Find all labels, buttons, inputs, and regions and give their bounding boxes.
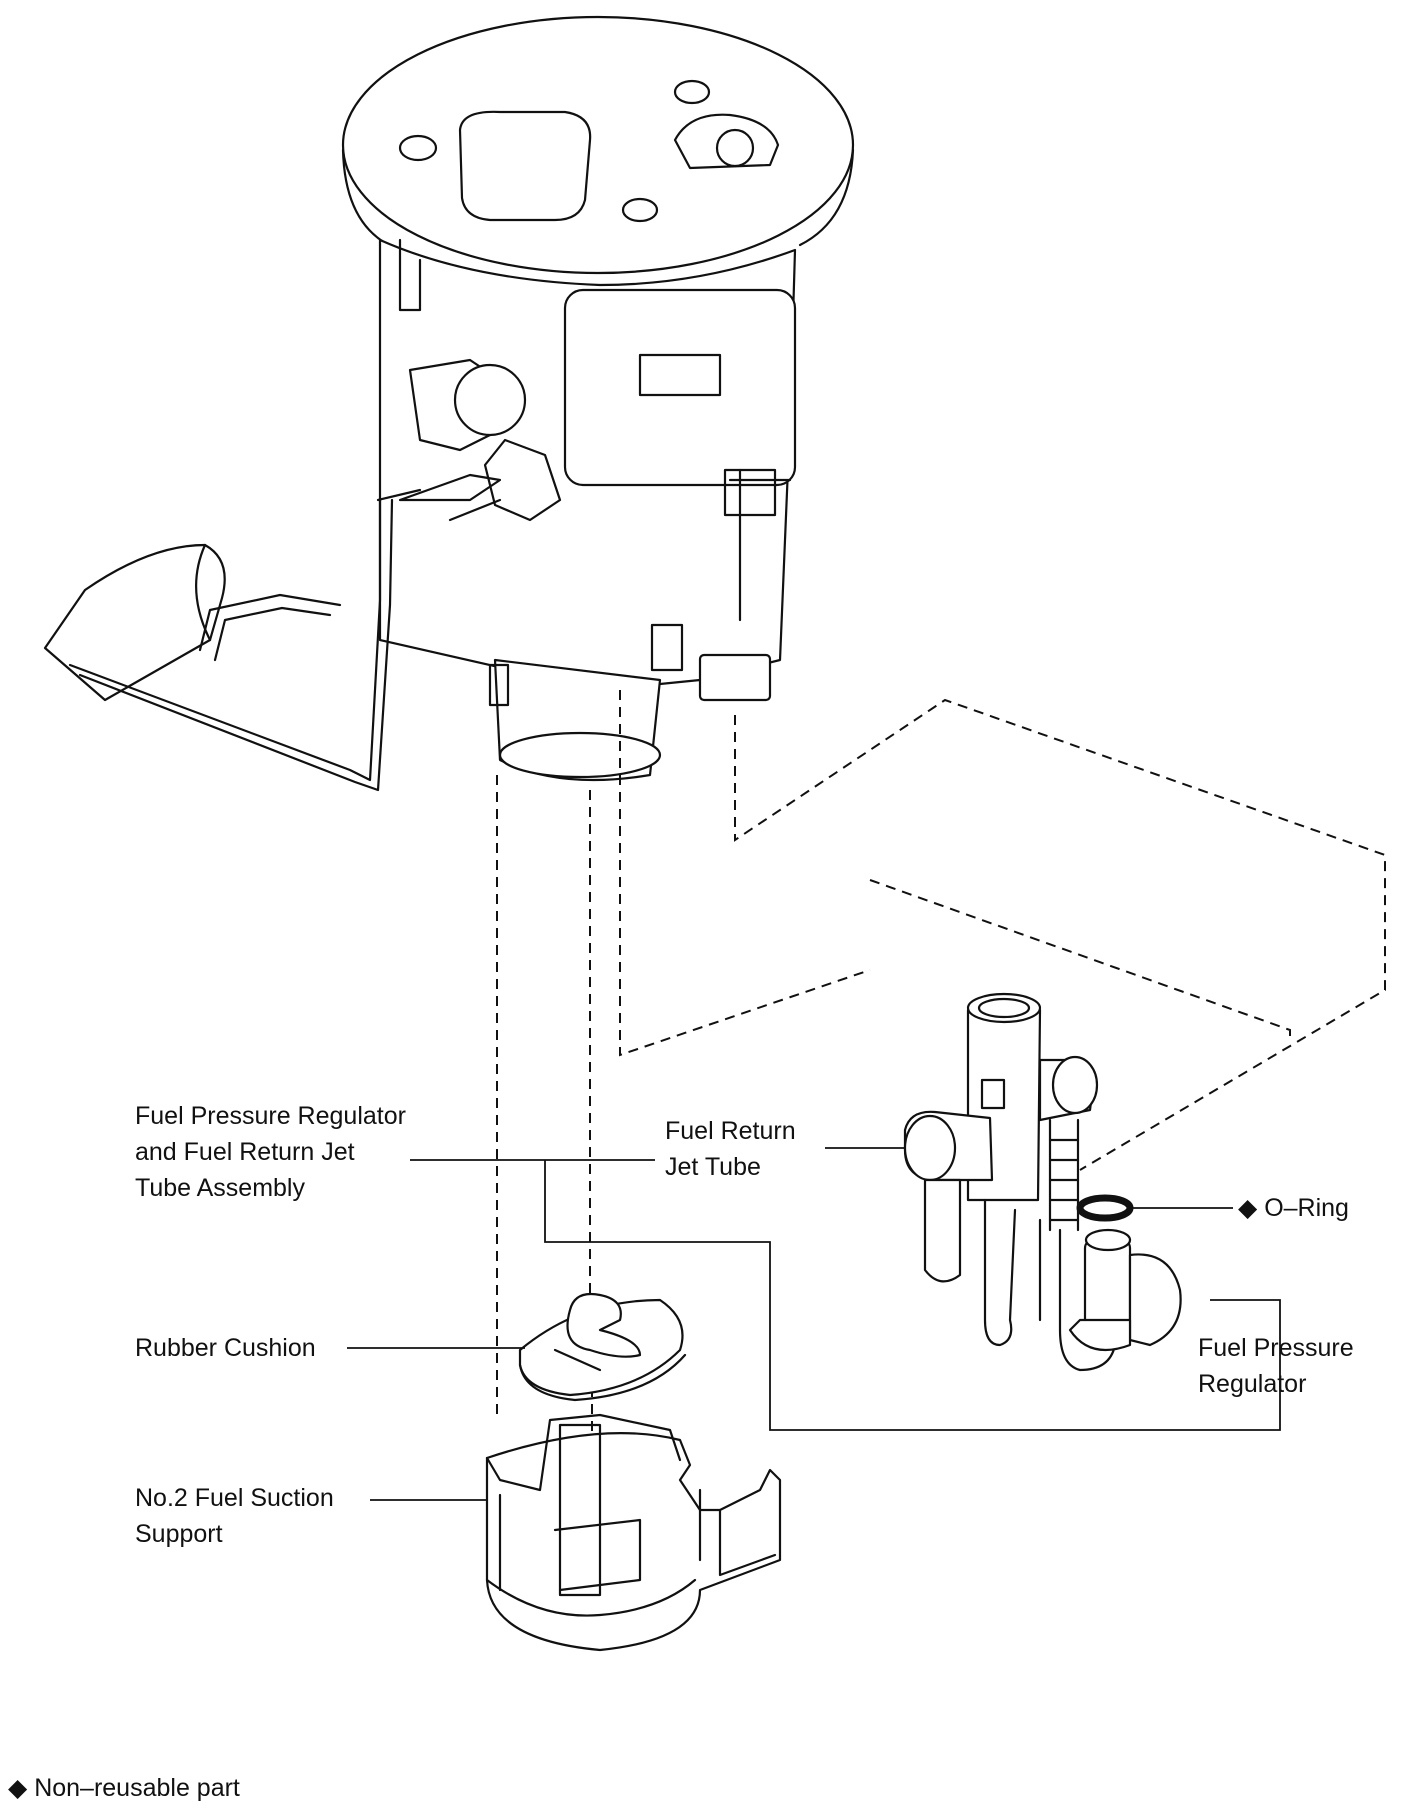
label-line: Tube Assembly xyxy=(135,1174,305,1202)
legend: ◆ Non–reusable part xyxy=(8,1770,240,1806)
non-reusable-diamond-icon: ◆ xyxy=(1238,1194,1258,1222)
non-reusable-diamond-icon: ◆ xyxy=(8,1774,28,1802)
leader-lines xyxy=(347,1147,1281,1501)
label-rubber-cushion: Rubber Cushion xyxy=(135,1330,316,1366)
fuel-suction-support xyxy=(485,1413,782,1652)
label-line: Fuel Return xyxy=(665,1117,796,1145)
label-line: Regulator xyxy=(1198,1370,1307,1398)
label-o-ring: ◆ O–Ring xyxy=(1238,1190,1349,1226)
label-line: Fuel Pressure xyxy=(1198,1334,1354,1362)
label-line: Fuel Pressure Regulator xyxy=(135,1102,406,1130)
label-text: O–Ring xyxy=(1264,1194,1349,1222)
o-ring xyxy=(1076,1194,1134,1222)
label-text: Rubber Cushion xyxy=(135,1334,316,1362)
label-line: and Fuel Return Jet xyxy=(135,1138,355,1166)
label-fuel-return-jet-tube: Fuel Return Jet Tube xyxy=(665,1113,796,1185)
label-line: Jet Tube xyxy=(665,1153,761,1181)
label-line: No.2 Fuel Suction xyxy=(135,1484,334,1512)
float-arm xyxy=(43,488,422,792)
regulator-jet-tube-assembly xyxy=(903,992,1182,1372)
label-fuel-pressure-regulator: Fuel Pressure Regulator xyxy=(1198,1330,1354,1402)
label-no2-fuel-suction-support: No.2 Fuel Suction Support xyxy=(135,1480,334,1552)
label-regulator-jet-tube-assembly: Fuel Pressure Regulator and Fuel Return … xyxy=(135,1098,406,1206)
rubber-cushion xyxy=(518,1292,687,1402)
fuel-pump-assembly xyxy=(341,15,855,782)
legend-text: Non–reusable part xyxy=(34,1774,240,1802)
label-line: Support xyxy=(135,1520,223,1548)
